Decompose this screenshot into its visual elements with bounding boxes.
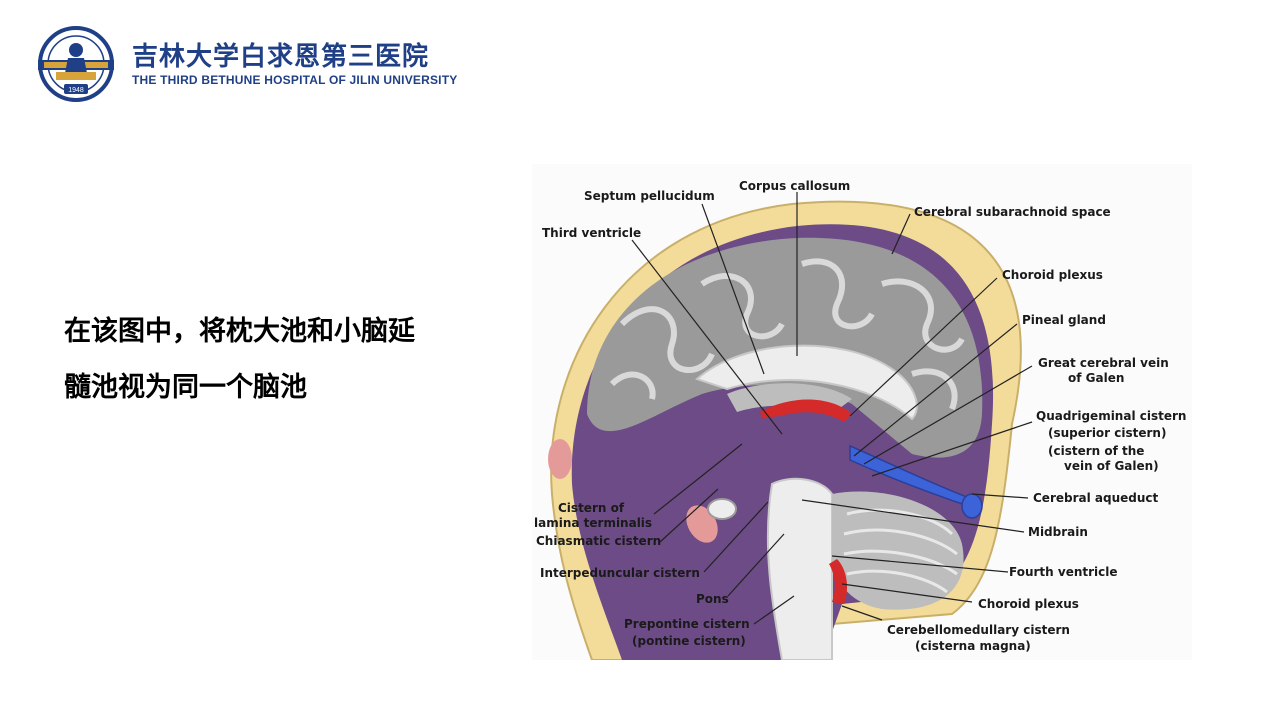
label-prepontine-2: (pontine cistern) (632, 634, 746, 648)
label-cerebellomedullary-1: Cerebellomedullary cistern (887, 623, 1070, 637)
straight-sinus-end (961, 493, 983, 519)
cerebellum-folia (843, 508, 958, 594)
hospital-name-cn: 吉林大学白求恩第三医院 (132, 42, 430, 72)
label-great-cerebral-vein-1: Great cerebral vein (1038, 356, 1169, 370)
brain-cistern-diagram: Corpus callosum Septum pellucidum Third … (532, 164, 1192, 661)
label-septum-pellucidum: Septum pellucidum (584, 189, 715, 203)
pink-tissue-upper (548, 439, 572, 479)
label-great-cerebral-vein-2: of Galen (1068, 371, 1124, 385)
label-cerebellomedullary-2: (cisterna magna) (915, 639, 1031, 653)
svg-text:1948: 1948 (68, 87, 84, 94)
label-pineal-gland: Pineal gland (1022, 313, 1106, 327)
brain-sagittal-illustration: Corpus callosum Septum pellucidum Third … (534, 179, 1186, 661)
label-cistern-lamina-2: lamina terminalis (534, 516, 652, 530)
third-ventricle (745, 415, 852, 475)
question-text: 在该图中，将枕大池和小脑延 髓池视为同一个脑池 (64, 304, 504, 416)
label-chiasmatic-cistern: Chiasmatic cistern (536, 534, 661, 548)
label-quadrigeminal-3: (cistern of the (1048, 444, 1144, 458)
brainstem (766, 477, 833, 661)
label-midbrain: Midbrain (1028, 525, 1088, 539)
question-line-1: 在该图中，将枕大池和小脑延 (64, 316, 415, 347)
label-third-ventricle: Third ventricle (542, 226, 641, 240)
corpus-callosum (695, 344, 918, 421)
label-quadrigeminal-4: vein of Galen) (1064, 459, 1159, 473)
leader-lines (631, 192, 1033, 625)
label-pons: Pons (696, 592, 729, 606)
label-fourth-ventricle: Fourth ventricle (1009, 565, 1118, 579)
label-corpus-callosum: Corpus callosum (739, 179, 850, 193)
pituitary (707, 498, 737, 520)
hospital-logo-icon: 1948 (38, 26, 114, 102)
label-choroid-plexus-bottom: Choroid plexus (978, 597, 1079, 611)
choroid-plexus-top (760, 399, 852, 422)
label-prepontine-1: Prepontine cistern (624, 617, 750, 631)
choroid-plexus-bottom (829, 559, 848, 604)
label-cerebral-subarachnoid-space: Cerebral subarachnoid space (914, 205, 1111, 219)
label-cistern-lamina-1: Cistern of (558, 501, 625, 515)
question-line-2: 髓池视为同一个脑池 (64, 372, 307, 403)
label-cerebral-aqueduct: Cerebral aqueduct (1033, 491, 1159, 505)
label-quadrigeminal-2: (superior cistern) (1048, 426, 1166, 440)
label-interpeduncular-cistern: Interpeduncular cistern (540, 566, 700, 580)
label-choroid-plexus-top: Choroid plexus (1002, 268, 1103, 282)
hospital-name-en: THE THIRD BETHUNE HOSPITAL OF JILIN UNIV… (132, 73, 458, 87)
hospital-header: 1948 吉林大学白求恩第三医院 THE THIRD BETHUNE HOSPI… (34, 26, 474, 106)
label-quadrigeminal-1: Quadrigeminal cistern (1036, 409, 1186, 423)
gyri-pattern (609, 258, 965, 411)
